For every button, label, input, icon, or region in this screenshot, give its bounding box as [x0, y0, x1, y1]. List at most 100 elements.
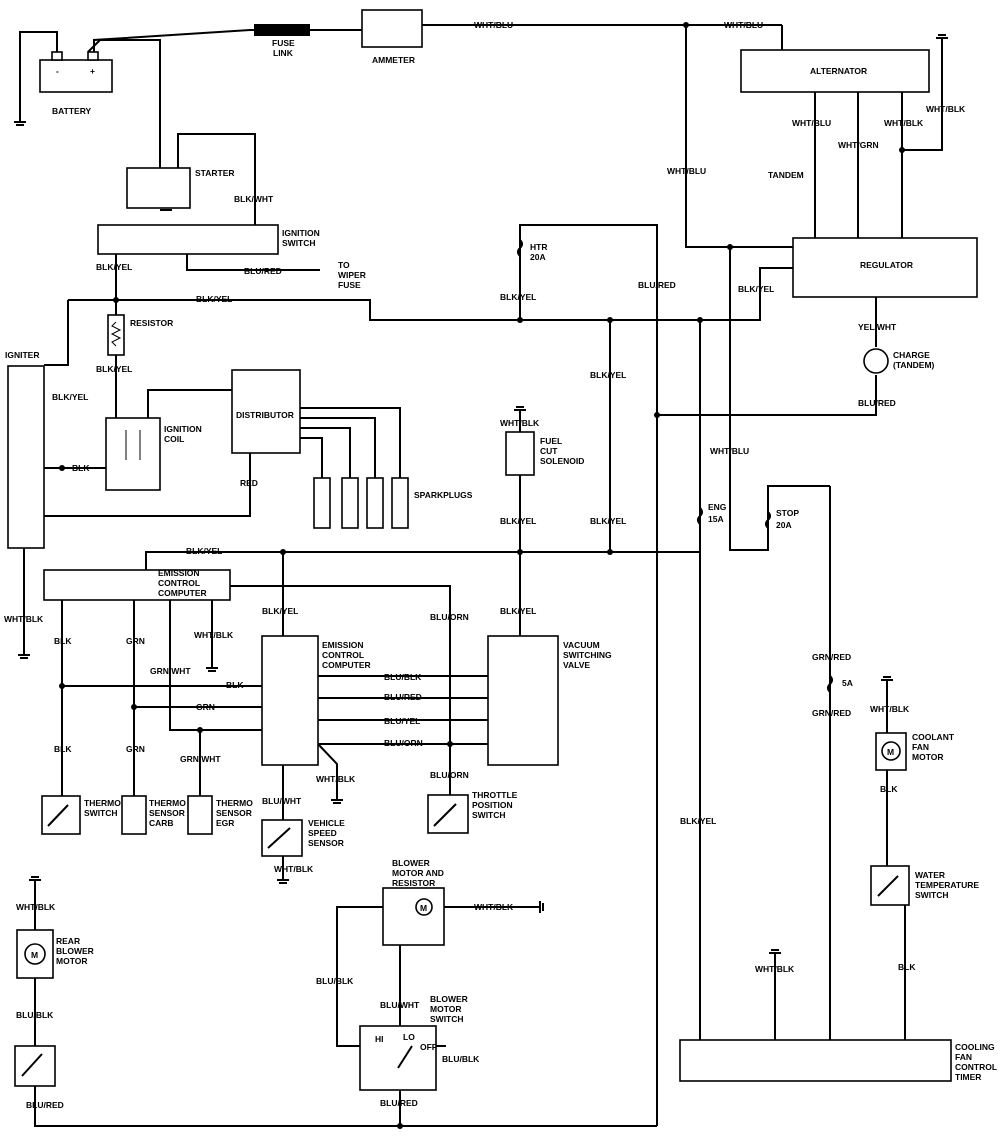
- wts-line2: TEMPERATURE: [915, 880, 979, 890]
- cfm-line1: COOLANT: [912, 732, 955, 742]
- vsv-line2: SWITCHING: [563, 650, 612, 660]
- label-blu-orn: BLU/ORN: [430, 612, 469, 622]
- label-wht-grn: WHT/GRN: [838, 140, 879, 150]
- ground-icon: [206, 667, 218, 672]
- label-blu-red: BLU/RED: [380, 1098, 418, 1108]
- ground-symbols: [14, 34, 948, 954]
- rbm-line1: REAR: [56, 936, 80, 946]
- battery-label: BATTERY: [52, 106, 92, 116]
- thermo-switch-line1: THERMO: [84, 798, 121, 808]
- tse-line3: EGR: [216, 818, 234, 828]
- label-blk: BLK: [72, 463, 90, 473]
- ecc1-line1: EMISSION: [158, 568, 200, 578]
- fuel-line1: FUEL: [540, 436, 562, 446]
- label-to-wiper: FUSE: [338, 280, 361, 290]
- distributor-label: DISTRIBUTOR: [236, 410, 294, 420]
- blower-motor-switch: HI LO OFF BLOWER MOTOR SWITCH: [359, 994, 468, 1091]
- fuel-cut-solenoid: FUEL CUT SOLENOID: [505, 431, 584, 476]
- label-wht-blk: WHT/BLK: [755, 964, 795, 974]
- wire-labels: WHT/BLU WHT/BLU WHT/BLU WHT/GRN WHT/BLK …: [4, 20, 966, 1110]
- ignition-switch: IGNITION SWITCH: [97, 224, 320, 255]
- bmr-line3: RESISTOR: [392, 878, 435, 888]
- sparkplugs-label: SPARKPLUGS: [414, 490, 473, 500]
- regulator: REGULATOR: [792, 237, 978, 298]
- stop-fuse: STOP 20A: [765, 508, 799, 530]
- fuse-link: FUSE LINK: [254, 24, 310, 58]
- label-grn-red: GRN/RED: [812, 708, 851, 718]
- htr-line1: HTR: [530, 242, 547, 252]
- alternator-label: ALTERNATOR: [810, 66, 867, 76]
- label-blk-yel: BLK/YEL: [680, 816, 716, 826]
- label-wht-blk: WHT/BLK: [500, 418, 540, 428]
- label-blu-blk: BLU/BLK: [316, 976, 354, 986]
- cfct-line4: TIMER: [955, 1072, 981, 1082]
- label-blk-yel: BLK/YEL: [186, 546, 222, 556]
- cfct-line1: COOLING: [955, 1042, 995, 1052]
- label-blk-yel: BLK/YEL: [590, 516, 626, 526]
- fuse-link-line1: FUSE: [272, 38, 295, 48]
- battery: - + BATTERY: [39, 51, 113, 116]
- ground-icon: [936, 34, 948, 39]
- cfm-m: M: [887, 747, 894, 757]
- rbm-line2: BLOWER: [56, 946, 94, 956]
- resistor: RESISTOR: [107, 314, 173, 356]
- label-wht-blk: WHT/BLK: [16, 902, 56, 912]
- label-blk-wht: BLK/WHT: [234, 194, 274, 204]
- ignition-switch-line2: SWITCH: [282, 238, 316, 248]
- label-blk: BLK: [898, 962, 916, 972]
- label-blk-yel: BLK/YEL: [96, 364, 132, 374]
- tps-line1: THROTTLE: [472, 790, 518, 800]
- switch-hi: HI: [375, 1034, 384, 1044]
- label-blk-yel: BLK/YEL: [500, 292, 536, 302]
- label-tandem: TANDEM: [768, 170, 804, 180]
- wts-line3: SWITCH: [915, 890, 949, 900]
- label-blk: BLK: [54, 744, 72, 754]
- rear-blower-motor: M REAR BLOWER MOTOR: [16, 929, 94, 979]
- label-yel-wht: YEL/WHT: [858, 322, 897, 332]
- label-blu-blk: BLU/BLK: [442, 1054, 480, 1064]
- label-blk-yel: BLK/YEL: [590, 370, 626, 380]
- label-wht-blk: WHT/BLK: [194, 630, 234, 640]
- ecc1-line2: CONTROL: [158, 578, 200, 588]
- ignition-coil-line2: COIL: [164, 434, 184, 444]
- charge-line2: (TANDEM): [893, 360, 935, 370]
- label-blk-yel: BLK/YEL: [262, 606, 298, 616]
- tsc-line1: THERMO: [149, 798, 186, 808]
- label-wht-blu: WHT/BLU: [792, 118, 831, 128]
- tse-line2: SENSOR: [216, 808, 252, 818]
- charge-line1: CHARGE: [893, 350, 930, 360]
- junction-dots: [59, 22, 905, 1129]
- label-wht-blk: WHT/BLK: [926, 104, 966, 114]
- vsv-line3: VALVE: [563, 660, 590, 670]
- label-grn-wht: GRN/WHT: [150, 666, 191, 676]
- fuse-link-line2: LINK: [273, 48, 294, 58]
- label-grn: GRN: [126, 744, 145, 754]
- label-wht-blu: WHT/BLU: [710, 446, 749, 456]
- label-blu-red: BLU/RED: [384, 692, 422, 702]
- label-blu-yel: BLU/YEL: [384, 716, 420, 726]
- label-blu-blk: BLU/BLK: [384, 672, 422, 682]
- ignition-switch-line1: IGNITION: [282, 228, 320, 238]
- thermo-sensor-carb: THERMO SENSOR CARB: [121, 795, 186, 835]
- ignition-coil-line1: IGNITION: [164, 424, 202, 434]
- cfct-line2: FAN: [955, 1052, 972, 1062]
- stop-line2: 20A: [776, 520, 792, 530]
- cfm-line2: FAN: [912, 742, 929, 752]
- tps-line3: SWITCH: [472, 810, 506, 820]
- label-blu-red: BLU/RED: [858, 398, 896, 408]
- cooling-fan-control-timer: COOLING FAN CONTROL TIMER: [679, 1039, 997, 1082]
- eng-fuse: ENG 15A: [697, 502, 727, 525]
- label-wht-blk: WHT/BLK: [474, 902, 514, 912]
- label-blk-yel: BLK/YEL: [738, 284, 774, 294]
- ignition-coil: IGNITION COIL: [105, 417, 202, 491]
- label-wht-blk: WHT/BLK: [274, 864, 314, 874]
- ecc1-line3: COMPUTER: [158, 588, 207, 598]
- label-blk-yel: BLK/YEL: [52, 392, 88, 402]
- fuse-5a: 5A: [827, 675, 853, 693]
- label-blu-orn: BLU/ORN: [430, 770, 469, 780]
- ground-icon: [18, 654, 30, 659]
- label-grn: GRN: [196, 702, 215, 712]
- stop-line1: STOP: [776, 508, 799, 518]
- ground-icon: [769, 949, 781, 954]
